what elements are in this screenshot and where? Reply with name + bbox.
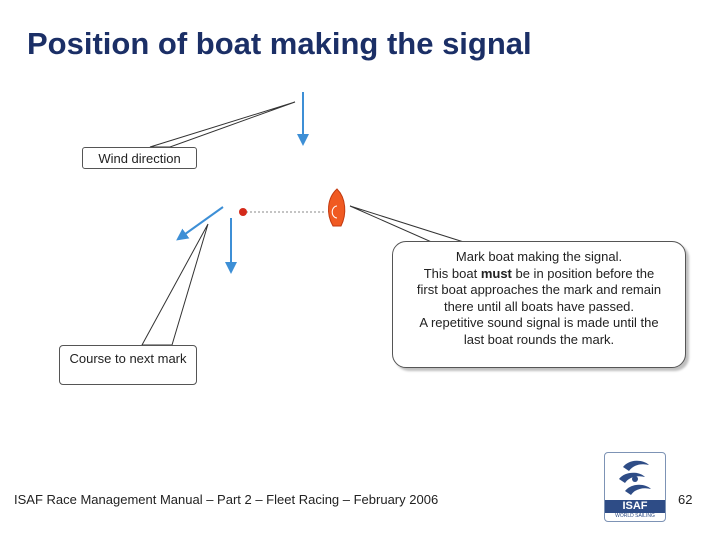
mark-boat-line-1: Mark boat making the signal. (455, 249, 623, 264)
course-arrow (176, 206, 224, 241)
course-callout-pointer (141, 223, 209, 346)
page-number: 62 (678, 492, 693, 507)
mark-boat-line-4: there until all boats have passed. (443, 298, 635, 314)
slide-title: Position of boat making the signal (27, 26, 532, 61)
logo-text: ISAF (605, 500, 665, 513)
isaf-logo: ISAF WORLD SAILING (604, 452, 666, 522)
mark-boat-callout-pointer (349, 205, 471, 245)
course-to-next-mark-callout: Course to next mark (59, 345, 197, 385)
mark-boat-line-2: This boat must be in position before the (399, 266, 679, 283)
mark-boat-line-5: A repetitive sound signal is made until … (419, 315, 659, 331)
wind-callout-pointer (149, 101, 296, 148)
mark-boat-line-2-bold: must (480, 265, 512, 281)
mark-boat-line-3: first boat approaches the mark and remai… (416, 282, 662, 298)
mark-boat-line-6: last boat rounds the mark. (463, 331, 615, 347)
mark-boat-line-2-post: be in position before the (511, 265, 655, 281)
mark-boat-icon (328, 188, 346, 227)
mark-boat-callout: Mark boat making the signal. This boat m… (392, 241, 686, 368)
mark-buoy-icon (239, 208, 247, 216)
logo-subtext: WORLD SAILING (615, 513, 655, 519)
wind-direction-callout: Wind direction (82, 147, 197, 169)
mark-boat-line-2-pre: This boat (423, 265, 481, 281)
mark-boat-cockpit (331, 205, 338, 219)
isaf-swirl-icon (619, 460, 651, 495)
footer-text: ISAF Race Management Manual – Part 2 – F… (14, 492, 439, 507)
